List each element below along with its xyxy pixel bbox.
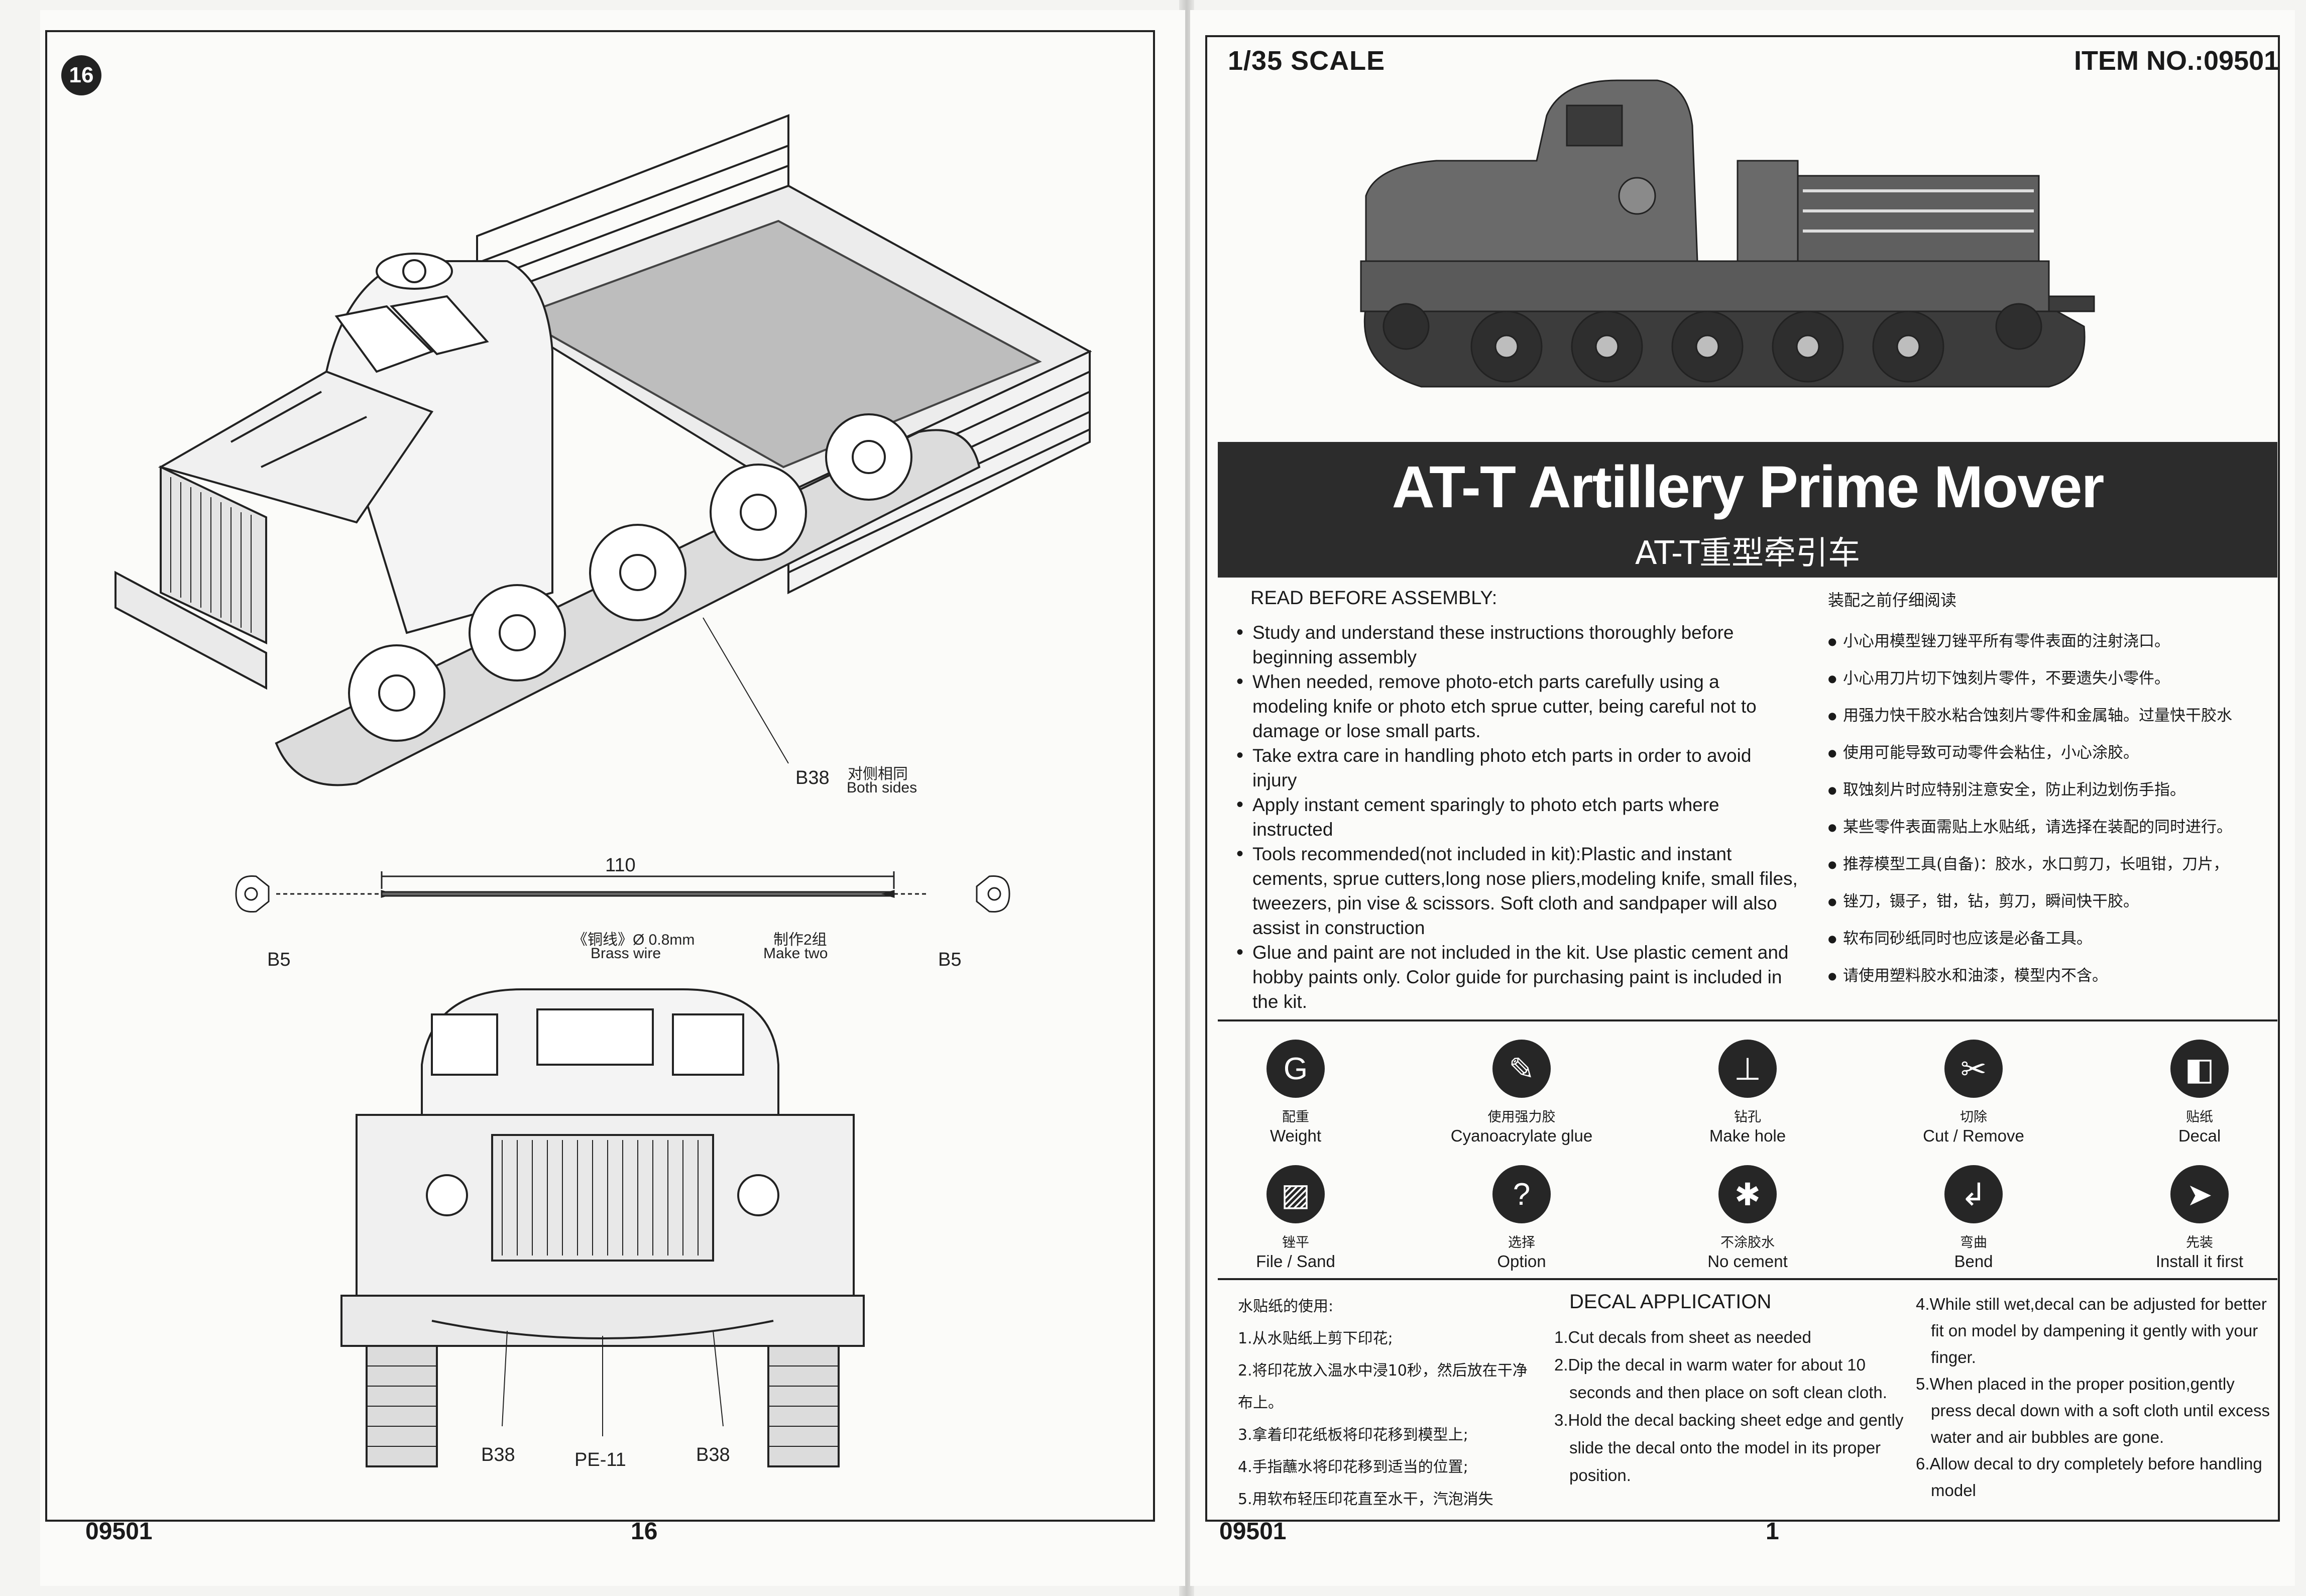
legend-make-hole: ⊥ 钻孔 Make hole [1667, 1040, 1828, 1146]
decal-application-heading: DECAL APPLICATION [1569, 1291, 1772, 1313]
legend-weight: G 配重 Weight [1215, 1040, 1376, 1146]
right-page-frame [1205, 35, 2280, 1522]
wire-spec-cn: 《铜线》Ø 0.8mm [572, 932, 695, 948]
product-title: AT-T Artillery Prime Mover [1392, 454, 2105, 520]
list-item: 锉刀，镊子，钳，钻，剪刀，瞬间快干胶。 [1828, 883, 2270, 920]
list-item: 5.用软布轻压印花直至水干，汽泡消失 [1238, 1491, 1493, 1508]
weight-icon: G [1266, 1040, 1325, 1098]
list-item: 6.Allow decal to dry completely before h… [1916, 1454, 2262, 1500]
list-item: 请使用塑料胶水和油漆，模型内不含。 [1828, 957, 2270, 994]
instructions-list-en: Study and understand these instructions … [1236, 620, 1799, 1014]
legend-install-first: ➤ 先装 Install it first [2119, 1165, 2280, 1271]
list-item: 使用可能导致可动零件会粘住，小心涂胶。 [1828, 734, 2270, 771]
read-before-heading: READ BEFORE ASSEMBLY: [1250, 588, 1497, 609]
list-item: 1.从水贴纸上剪下印花; [1238, 1330, 1393, 1347]
part-label-b38: B38 [795, 767, 830, 788]
list-item: 1.Cut decals from sheet as needed [1554, 1328, 1811, 1346]
decal-instructions-en-a: 1.Cut decals from sheet as needed 2.Dip … [1554, 1323, 1916, 1489]
side-profile-vehicle-illustration [1360, 79, 2095, 388]
install-first-icon: ➤ [2170, 1165, 2229, 1223]
legend-glue: ✎ 使用强力胶 Cyanoacrylate glue [1441, 1040, 1602, 1146]
brass-wire-diagram [235, 871, 1010, 913]
make-two-cn: 制作2组 [773, 932, 827, 948]
legend-file-sand: ▨ 锉平 File / Sand [1215, 1165, 1376, 1271]
section-divider [1218, 1278, 2277, 1280]
right-footer-page-number: 1 [1766, 1518, 1779, 1545]
left-footer-page-number: 16 [631, 1518, 658, 1545]
option-icon: ? [1492, 1165, 1551, 1223]
list-item: 4.While still wet,decal can be adjusted … [1916, 1295, 2267, 1366]
part-label-b38-front-right: B38 [696, 1444, 730, 1465]
part-label-b38-front-left: B38 [481, 1444, 515, 1465]
list-item: 软布同砂纸同时也应该是必备工具。 [1828, 920, 2270, 957]
legend-no-cement: ✱ 不涂胶水 No cement [1667, 1165, 1828, 1271]
list-item: 某些零件表面需贴上水贴纸，请选择在装配的同时进行。 [1828, 809, 2270, 846]
list-item: Take extra care in handling photo etch p… [1236, 743, 1799, 792]
part-label-pe11: PE-11 [574, 1449, 626, 1470]
file-icon: ▨ [1266, 1165, 1325, 1223]
list-item: Apply instant cement sparingly to photo … [1236, 792, 1799, 842]
decal-icon: ◧ [2170, 1040, 2229, 1098]
list-item: Tools recommended(not included in kit):P… [1236, 842, 1799, 940]
item-number: ITEM NO.:09501 [2074, 46, 2279, 76]
step-number-badge: 16 [61, 55, 101, 95]
front-view-drawing [340, 988, 865, 1467]
list-item: 用强力快干胶水粘合蚀刻片零件和金属轴。过量快干胶水 [1828, 697, 2270, 734]
left-page-frame [45, 30, 1155, 1522]
part-label-b5-left: B5 [267, 949, 291, 970]
dimension-110: 110 [605, 855, 636, 876]
left-footer-item-code: 09501 [85, 1518, 153, 1545]
list-item: Study and understand these instructions … [1236, 620, 1799, 669]
instructions-list-cn: 小心用模型锉刀锉平所有零件表面的注射浇口。 小心用刀片切下蚀刻片零件，不要遗失小… [1828, 623, 2270, 994]
both-sides-en: Both sides [847, 779, 917, 796]
part-label-b5-right: B5 [938, 949, 962, 970]
right-footer-item-code: 09501 [1219, 1518, 1287, 1545]
list-item: 2.Dip the decal in warm water for about … [1554, 1355, 1887, 1402]
bend-icon: ↲ [1944, 1165, 2003, 1223]
list-item: When needed, remove photo-etch parts car… [1236, 669, 1799, 743]
make-two-en: Make two [763, 945, 828, 962]
legend-bend: ↲ 弯曲 Bend [1893, 1165, 2054, 1271]
decal-cn-heading: 水贴纸的使用: [1238, 1298, 1334, 1315]
title-banner: AT-T Artillery Prime Mover AT-T重型牵引车 [1218, 442, 2277, 578]
list-item: 2.将印花放入温水中浸10秒，然后放在干净布上。 [1238, 1362, 1528, 1412]
list-item: 推荐模型工具(自备)：胶水，水口剪刀，长咀钳，刀片， [1828, 846, 2270, 883]
cut-icon: ✂ [1944, 1040, 2003, 1098]
legend-decal: ◧ 贴纸 Decal [2119, 1040, 2280, 1146]
isometric-vehicle-drawing [114, 114, 1092, 786]
wire-spec-en: Brass wire [591, 945, 661, 962]
read-before-heading-cn: 装配之前仔细阅读 [1828, 591, 1957, 610]
list-item: 取蚀刻片时应特别注意安全，防止利边划伤手指。 [1828, 771, 2270, 809]
legend-cut-remove: ✂ 切除 Cut / Remove [1893, 1040, 2054, 1146]
decal-instructions-en-b: 4.While still wet,decal can be adjusted … [1916, 1291, 2272, 1504]
list-item: 5.When placed in the proper position,gen… [1916, 1375, 2270, 1446]
list-item: 3.Hold the decal backing sheet edge and … [1554, 1411, 1904, 1485]
list-item: 4.手指蘸水将印花移到适当的位置; [1238, 1458, 1468, 1476]
decal-instructions-cn: 水贴纸的使用: 1.从水贴纸上剪下印花; 2.将印花放入温水中浸10秒，然后放在… [1238, 1291, 1529, 1516]
glue-icon: ✎ [1492, 1040, 1551, 1098]
list-item: Glue and paint are not included in the k… [1236, 940, 1799, 1014]
section-divider [1218, 1019, 2277, 1021]
list-item: 小心用刀片切下蚀刻片零件，不要遗失小零件。 [1828, 660, 2270, 697]
both-sides-cn: 对侧相同 [848, 766, 908, 782]
scale-label: 1/35 SCALE [1228, 46, 1386, 76]
product-title-cn: AT-T重型牵引车 [1635, 535, 1861, 572]
list-item: 小心用模型锉刀锉平所有零件表面的注射浇口。 [1828, 623, 2270, 660]
drill-icon: ⊥ [1718, 1040, 1777, 1098]
legend-option: ? 选择 Option [1441, 1165, 1602, 1271]
list-item: 3.拿着印花纸板将印花移到模型上; [1238, 1426, 1468, 1444]
no-cement-icon: ✱ [1718, 1165, 1777, 1223]
